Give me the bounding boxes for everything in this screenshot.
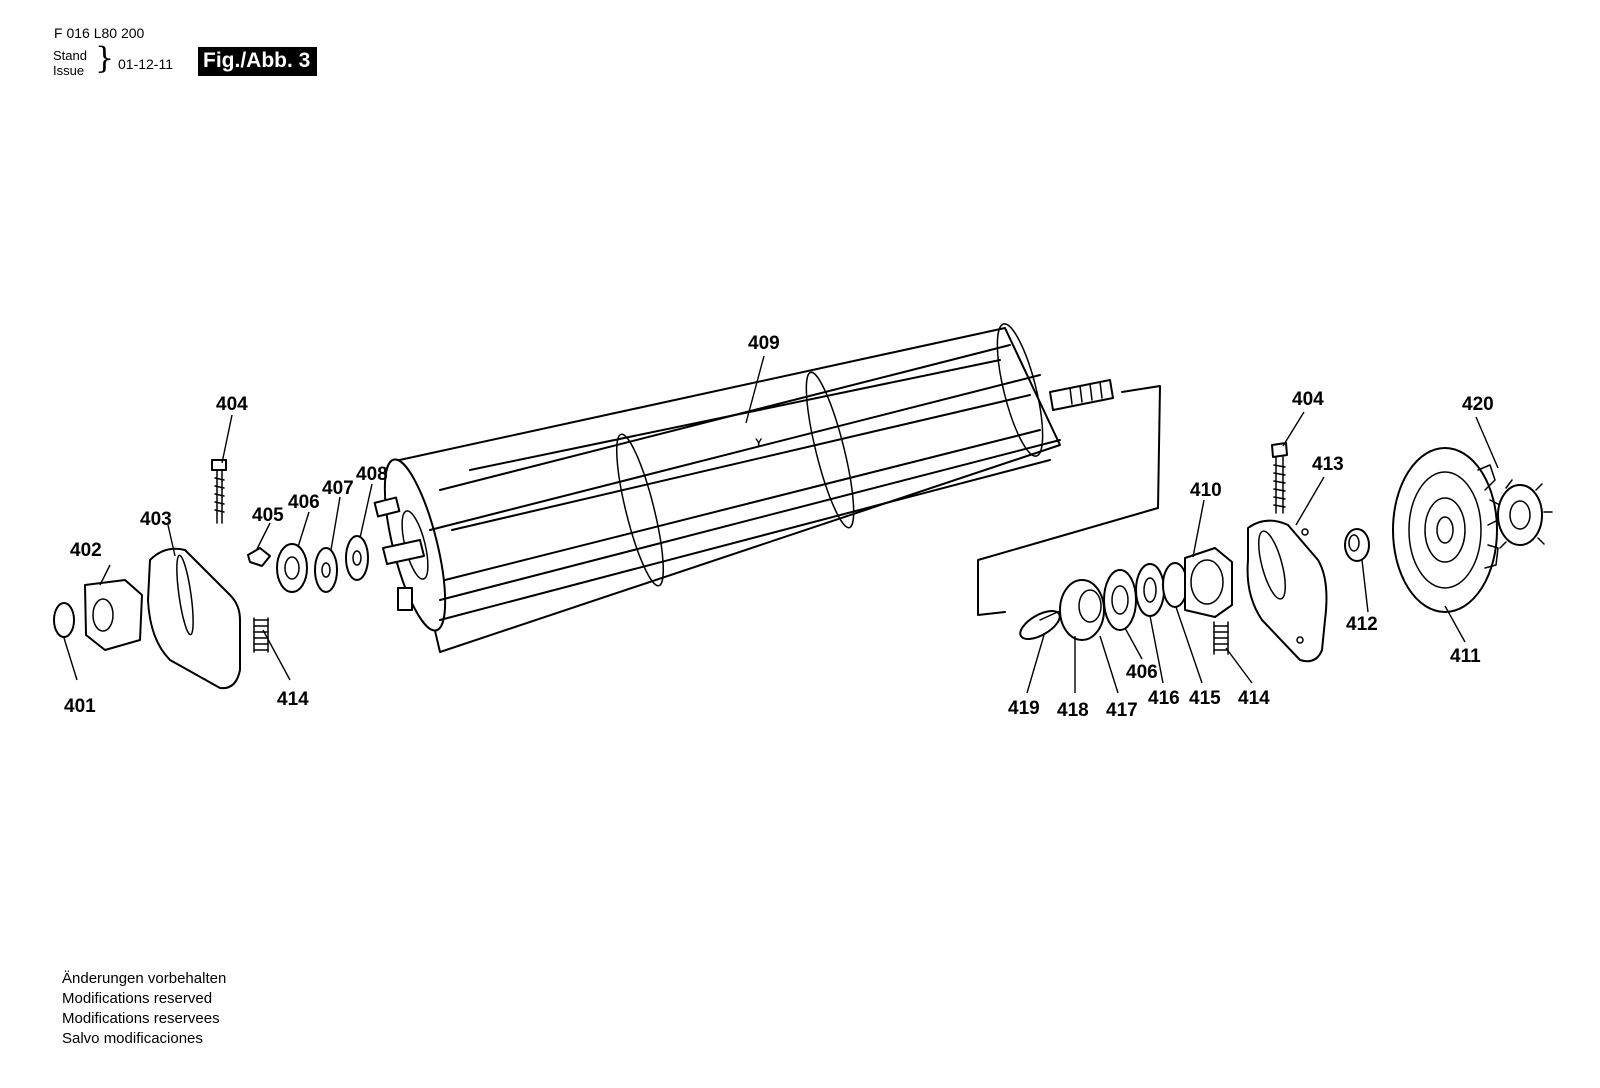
figure-label: Fig./Abb. 3 xyxy=(198,47,318,76)
callout-412: 412 xyxy=(1346,614,1378,635)
callout-414-right: 414 xyxy=(1238,688,1270,709)
issue-label: Issue xyxy=(53,63,85,78)
callout-409: 409 xyxy=(748,333,780,354)
callout-413: 413 xyxy=(1312,454,1344,475)
callout-417: 417 xyxy=(1106,700,1138,721)
callout-406-left: 406 xyxy=(288,492,320,513)
callout-404-left: 404 xyxy=(216,394,248,415)
callout-407-left: 407 xyxy=(322,478,354,499)
callout-414-left: 414 xyxy=(277,689,309,710)
note-spanish: Salvo modificaciones xyxy=(62,1030,203,1047)
callout-402-left: 402 xyxy=(70,540,102,561)
callout-406-right: 406 xyxy=(1126,662,1158,683)
callout-420: 420 xyxy=(1462,394,1494,415)
callout-410: 410 xyxy=(1190,480,1222,501)
callout-415: 415 xyxy=(1189,688,1221,709)
right-assembly xyxy=(977,385,1553,663)
part-number: F 016 L80 200 xyxy=(54,25,145,41)
left-assembly xyxy=(53,459,369,690)
stand-issue-labels: Stand Issue xyxy=(53,48,87,78)
modification-notes: Änderungen vorbehalten Modifications res… xyxy=(62,969,226,1049)
part-callouts: 401 402 403 404 405 406 407 408 414 409 … xyxy=(64,333,1494,721)
note-german: Änderungen vorbehalten xyxy=(62,970,227,987)
callout-408-left: 408 xyxy=(356,464,388,485)
issue-date: 01-12-11 xyxy=(118,56,174,72)
leader-lines xyxy=(63,355,1499,694)
callout-405-left: 405 xyxy=(252,505,284,526)
note-english: Modifications reserved xyxy=(62,990,213,1007)
callout-416: 416 xyxy=(1148,688,1180,709)
cutting-reel-cylinder: Y xyxy=(373,323,1114,653)
note-french: Modifications reservees xyxy=(62,1010,220,1027)
svg-text:Y: Y xyxy=(755,437,763,449)
callout-404-right: 404 xyxy=(1292,389,1324,410)
callout-411: 411 xyxy=(1450,646,1481,667)
callout-401-left: 401 xyxy=(64,696,96,717)
stand-label: Stand xyxy=(53,48,87,63)
callout-403-left: 403 xyxy=(140,509,172,530)
callout-418: 418 xyxy=(1057,700,1089,721)
callout-419: 419 xyxy=(1008,698,1040,719)
brace-glyph: } xyxy=(95,41,115,76)
